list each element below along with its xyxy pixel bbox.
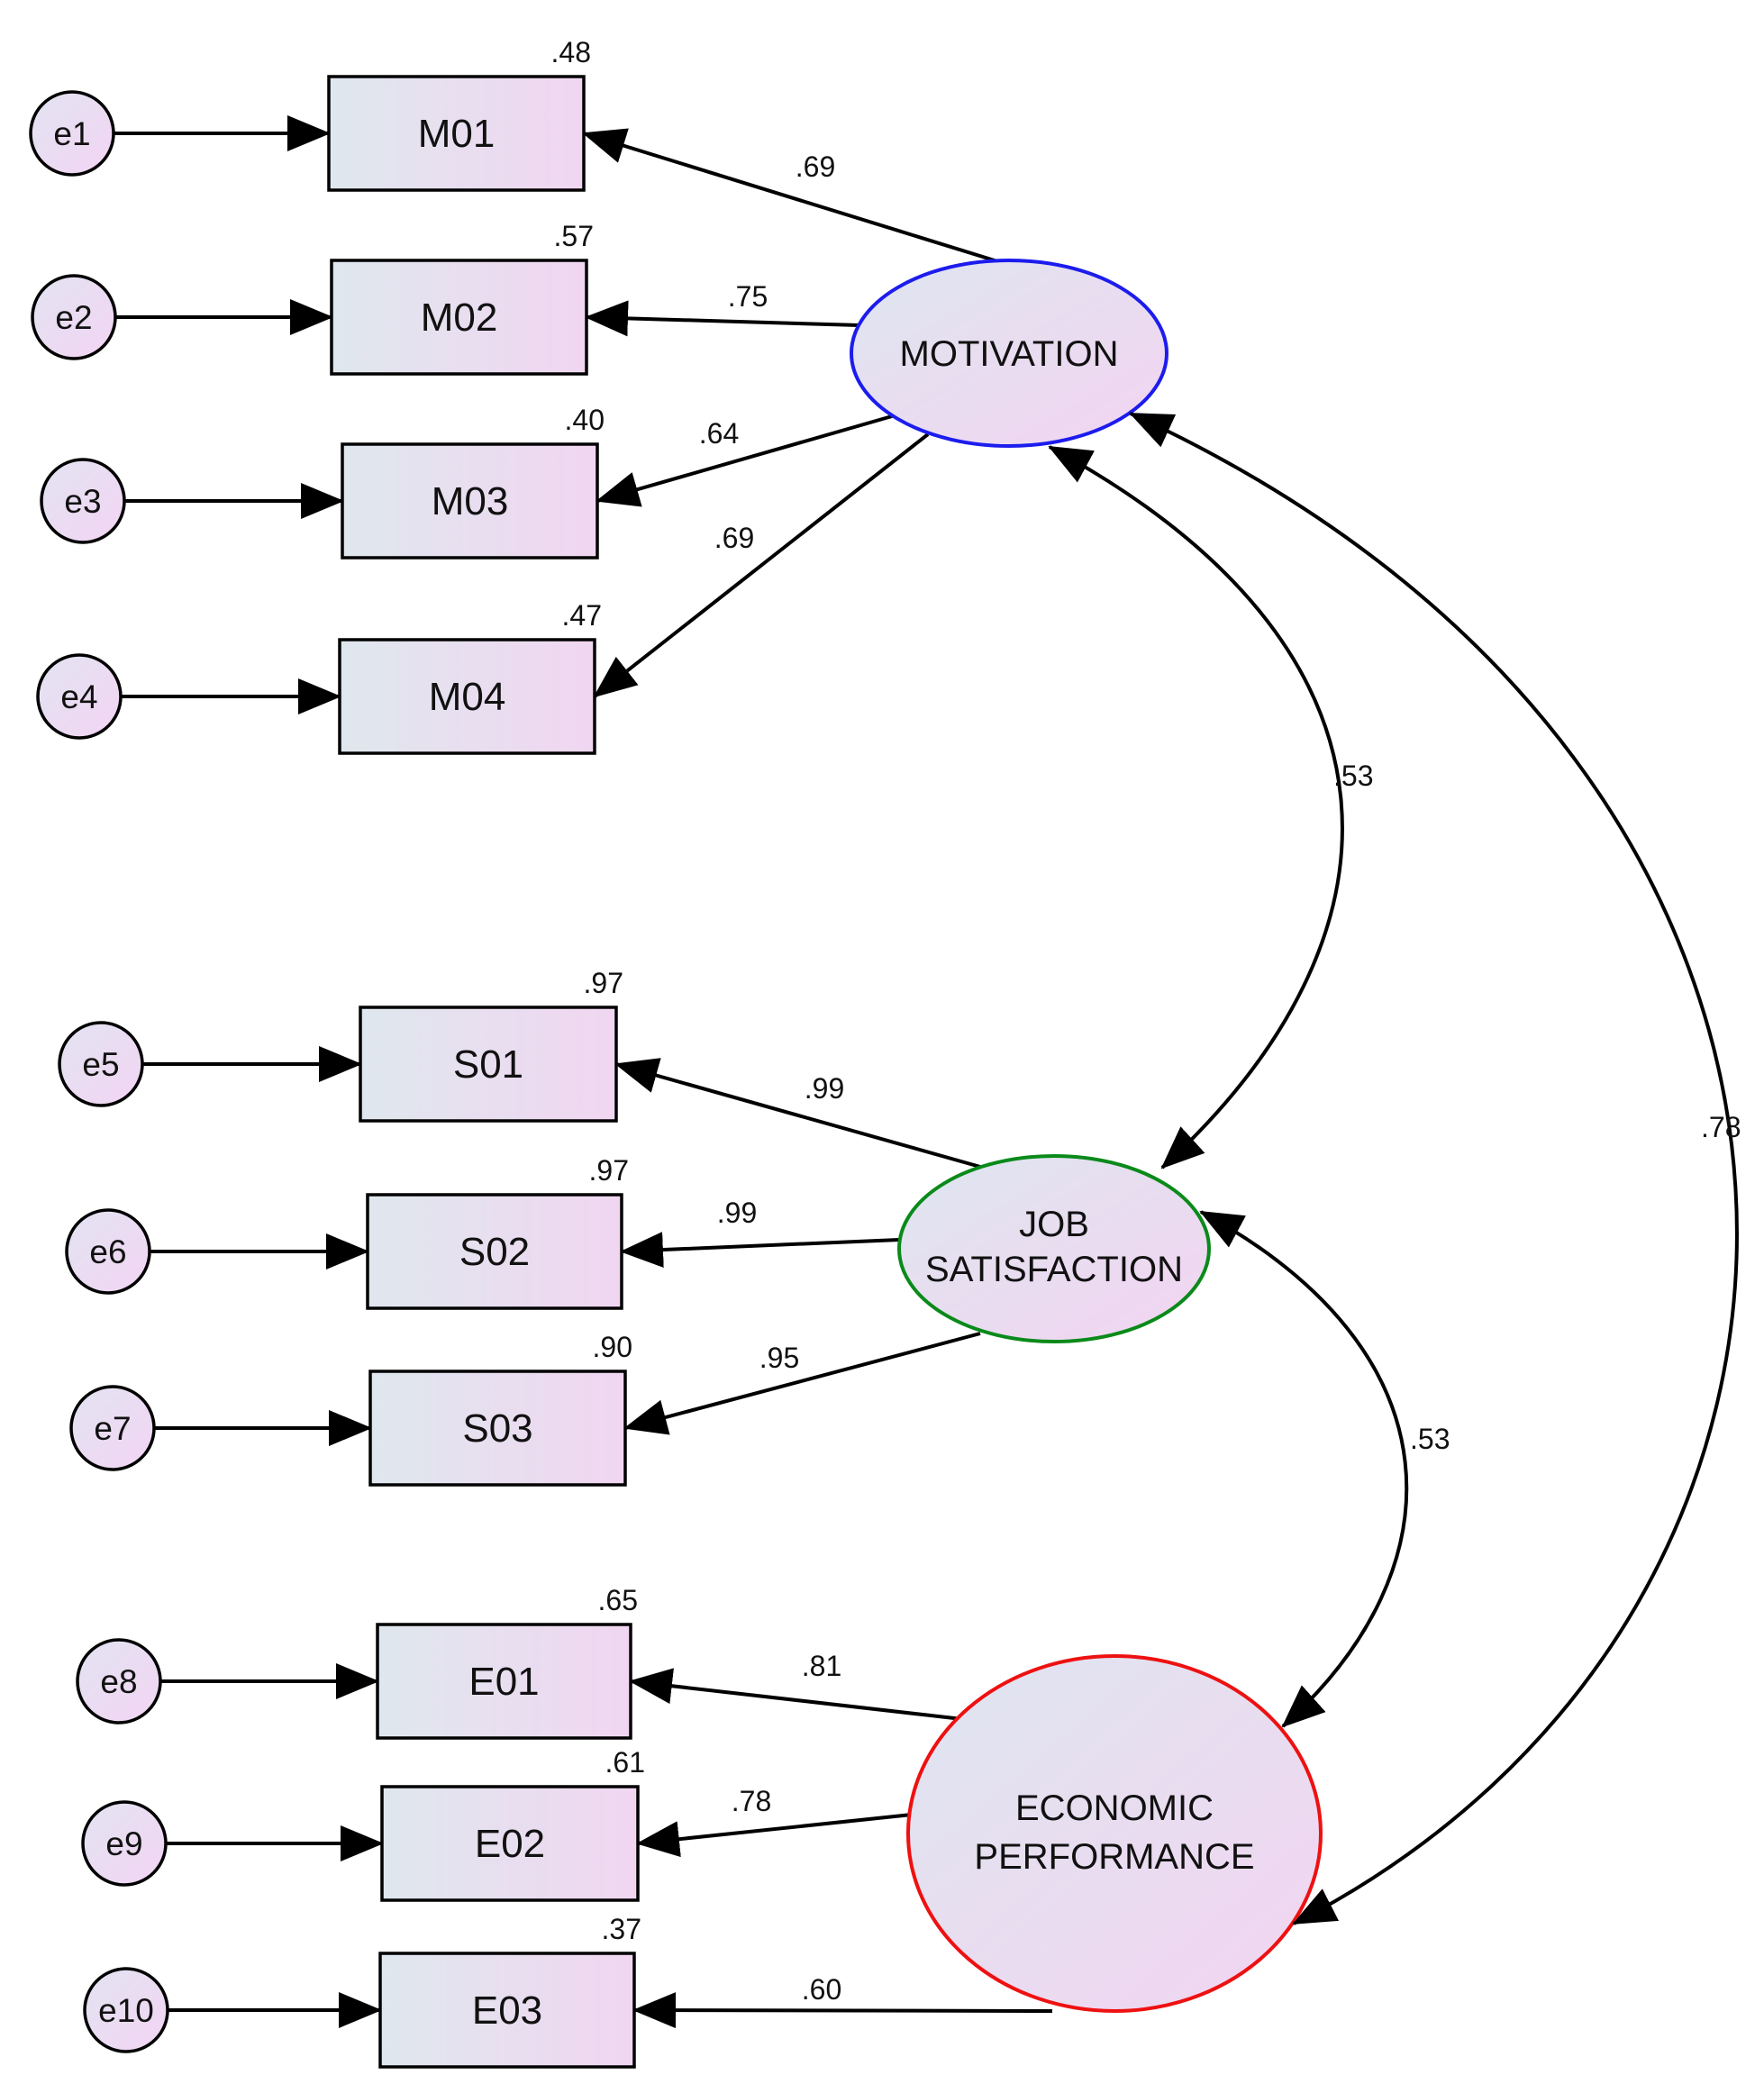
- correlation-value-job-satisfaction-economic-performance: .53: [1410, 1423, 1450, 1455]
- error-node-e8: [76, 1638, 162, 1725]
- loading-arrow-e03: [632, 1992, 1053, 2029]
- indicator-label-m01: M01: [418, 112, 496, 156]
- r-squared-m01: .48: [551, 36, 591, 68]
- job-satisfaction-label-line-2: SATISFACTION: [925, 1250, 1183, 1289]
- error-label-e7: e7: [94, 1410, 131, 1447]
- r-squared-m04: .47: [562, 599, 602, 632]
- r-squared-s01: .97: [584, 967, 623, 999]
- r-squared-m02: .57: [554, 220, 594, 252]
- indicator-label-s02: S02: [459, 1230, 530, 1274]
- economic-performance-label-line-2: PERFORMANCE: [974, 1837, 1254, 1877]
- indicator-box-s03: [368, 1370, 627, 1487]
- indicator-box-s01: [359, 1006, 618, 1123]
- indicator-label-s03: S03: [462, 1406, 532, 1451]
- error-node-e1: [29, 90, 115, 177]
- error-label-e3: e3: [64, 483, 101, 520]
- economic-performance-latent: [906, 1654, 1323, 2013]
- loading-value-s03: .95: [759, 1342, 799, 1374]
- loading-value-e01: .81: [802, 1650, 841, 1682]
- r-squared-m03: .40: [565, 404, 605, 436]
- loading-arrow-e01: [629, 1668, 963, 1721]
- error-node-e4: [36, 653, 123, 740]
- indicator-box-m01: [327, 75, 586, 192]
- loading-value-m02: .75: [728, 280, 768, 313]
- job-satisfaction-latent: [897, 1154, 1211, 1343]
- correlation-value-motivation-job-satisfaction: .53: [1333, 760, 1373, 792]
- error-label-e10: e10: [98, 1992, 154, 2029]
- motivation-latent: [850, 259, 1168, 448]
- error-label-e8: e8: [100, 1663, 137, 1700]
- loading-value-m01: .69: [796, 150, 835, 183]
- indicator-box-e02: [380, 1785, 640, 1902]
- indicator-label-m04: M04: [429, 675, 506, 719]
- error-node-e7: [69, 1385, 156, 1471]
- r-squared-e01: .65: [598, 1584, 638, 1616]
- error-node-e9: [81, 1800, 168, 1887]
- loading-value-e02: .78: [732, 1785, 771, 1817]
- indicator-box-m02: [330, 259, 588, 376]
- error-label-e2: e2: [55, 299, 92, 336]
- error-node-e3: [40, 458, 126, 544]
- loading-arrow-m03: [596, 414, 893, 507]
- error-node-e6: [65, 1208, 151, 1295]
- r-squared-e02: .61: [605, 1746, 645, 1779]
- indicator-label-m02: M02: [421, 296, 498, 340]
- indicator-label-s01: S01: [453, 1042, 523, 1087]
- r-squared-e03: .37: [602, 1913, 641, 1945]
- error-label-e5: e5: [82, 1046, 119, 1083]
- indicator-label-e03: E03: [472, 1988, 542, 2033]
- motivation-label: MOTIVATION: [900, 334, 1119, 374]
- correlation-arc-motivation-job-satisfaction: [1048, 445, 1344, 1169]
- indicator-box-m03: [341, 442, 599, 560]
- loading-arrow-m02: [585, 300, 860, 337]
- loading-value-e03: .60: [802, 1973, 841, 2006]
- loading-arrow-s03: [623, 1332, 981, 1435]
- loading-arrow-m01: [582, 128, 998, 263]
- economic-performance-label-line-1: ECONOMIC: [1015, 1788, 1214, 1828]
- loading-value-s01: .99: [805, 1072, 844, 1105]
- r-squared-s02: .97: [589, 1154, 629, 1187]
- error-node-e2: [31, 274, 117, 360]
- nodes-layer: [29, 75, 640, 2069]
- indicator-box-e01: [376, 1623, 632, 1740]
- error-label-e6: e6: [89, 1233, 126, 1270]
- loading-value-m04: .69: [714, 522, 754, 554]
- indicator-box-s02: [366, 1193, 623, 1310]
- r-squared-s03: .90: [593, 1331, 632, 1363]
- error-label-e9: e9: [105, 1825, 142, 1862]
- correlation-arc-motivation-economic-performance: [1129, 412, 1739, 1925]
- labels-layer: e1 M01 .48 .69 e2 M02 .57 .75 e3 M03 .40 .64 e4 M04 .4…: [53, 36, 844, 2033]
- indicator-box-m04: [338, 638, 596, 755]
- job-satisfaction-label-line-1: JOB: [1019, 1205, 1089, 1244]
- loading-value-m03: .64: [699, 417, 739, 450]
- loading-arrow-s02: [620, 1232, 900, 1269]
- indicator-label-e01: E01: [468, 1660, 539, 1704]
- error-node-e10: [83, 1967, 169, 2053]
- loading-arrow-s01: [614, 1058, 981, 1169]
- correlation-arc-job-satisfaction-economic-performance: [1199, 1210, 1409, 1728]
- error-node-e5: [58, 1021, 144, 1107]
- indicator-label-e02: E02: [475, 1822, 545, 1866]
- indicator-box-e03: [378, 1952, 636, 2069]
- correlation-value-motivation-economic-performance: .78: [1701, 1111, 1741, 1143]
- indicator-label-m03: M03: [432, 479, 509, 523]
- error-label-e4: e4: [60, 678, 97, 715]
- loading-arrow-m04: [593, 432, 930, 698]
- loading-arrow-e02: [636, 1813, 913, 1858]
- loading-value-s02: .99: [717, 1197, 757, 1229]
- edges-layer: [114, 115, 1053, 2029]
- error-label-e1: e1: [53, 115, 90, 152]
